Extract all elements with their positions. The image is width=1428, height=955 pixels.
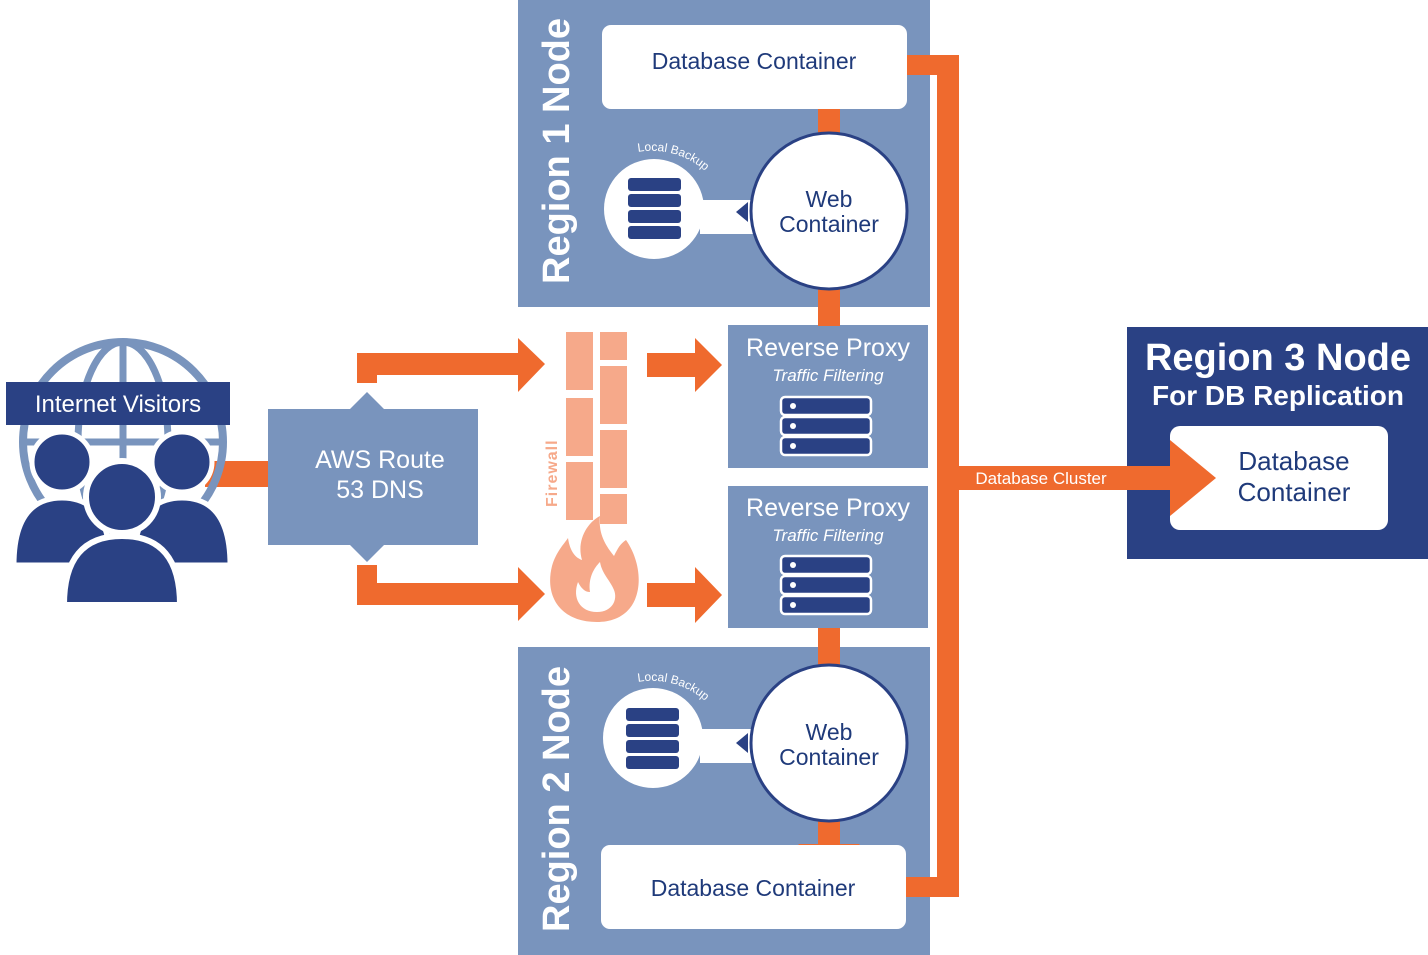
visitors-label-box [6, 382, 230, 425]
visitors-label: Internet Visitors [35, 391, 201, 418]
region2-db-box [601, 845, 906, 929]
region1-web-circle [749, 131, 909, 291]
proxy1-subtitle: Traffic Filtering [772, 366, 884, 385]
proxy1-title: Reverse Proxy [746, 334, 910, 362]
region1-title: Region 1 Node [536, 18, 578, 284]
proxy2-title: Reverse Proxy [746, 494, 910, 522]
region1-db-box [602, 25, 907, 109]
region1-web-line1: Web [806, 186, 853, 212]
region3-db-line2: Container [1238, 477, 1351, 507]
server-stack-icon [779, 395, 873, 457]
database-stack-icon [628, 178, 681, 239]
people-globe-icon [11, 338, 233, 608]
region2-backup-circle [603, 688, 703, 788]
server-stack-icon [779, 554, 873, 616]
firewall-label: Firewall [544, 439, 561, 507]
region3-db-line1: Database [1238, 446, 1349, 476]
database-stack-icon [626, 708, 679, 769]
region3-title: Region 3 Node [1145, 337, 1411, 379]
region3-subtitle: For DB Replication [1152, 380, 1404, 411]
dns-label-line2: 53 DNS [336, 476, 424, 504]
region3-db-box [1170, 426, 1388, 530]
dns-box [268, 392, 478, 562]
region1-backup-circle [604, 159, 704, 259]
region2-web-line1: Web [806, 719, 853, 745]
fire-icon [550, 516, 639, 622]
region2-web-line2: Container [779, 744, 879, 770]
cluster-label: Database Cluster [975, 469, 1107, 488]
region2-title: Region 2 Node [536, 666, 578, 932]
region1-web-line2: Container [779, 211, 879, 237]
region2-db-label: Database Container [651, 875, 856, 901]
dns-label-line1: AWS Route [315, 446, 445, 474]
proxy2-subtitle: Traffic Filtering [772, 526, 884, 545]
fire-inner-icon [576, 562, 616, 612]
region1-db-label: Database Container [652, 48, 857, 74]
region2-web-circle [749, 663, 909, 823]
firewall-brick-wall-icon [566, 332, 627, 524]
